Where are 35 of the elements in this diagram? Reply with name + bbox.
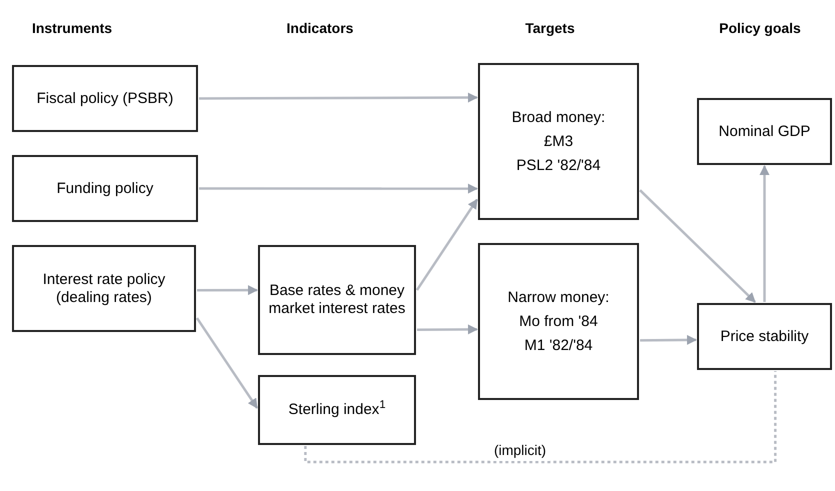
arrow	[197, 285, 258, 296]
process-box	[12, 155, 198, 222]
process-box	[697, 98, 832, 165]
box-text: Mo from '84	[519, 312, 598, 330]
arrow	[639, 189, 756, 303]
box-text: Broad money:	[512, 108, 606, 126]
arrow	[417, 324, 478, 334]
arrow	[640, 334, 697, 345]
box-text: Fiscal policy (PSBR)	[36, 90, 174, 108]
arrow	[416, 198, 478, 291]
box-text: Base rates & money market interest rates	[268, 282, 406, 318]
process-box	[478, 243, 639, 400]
column-heading: Policy goals	[719, 19, 801, 38]
process-box	[697, 303, 832, 370]
arrow	[196, 317, 258, 409]
arrow	[199, 184, 478, 194]
box-text: £M3	[544, 132, 574, 150]
process-box	[258, 375, 416, 445]
box-text: M1 '82/'84	[524, 336, 593, 354]
process-box	[12, 65, 198, 132]
column-heading: Instruments	[32, 19, 112, 38]
box-text: Price stability	[720, 328, 809, 346]
box-text: Interest rate policy (dealing rates)	[42, 270, 166, 306]
column-heading: Indicators	[286, 19, 354, 38]
box-text: Nominal GDP	[718, 122, 810, 140]
box-text: PSL2 '82/'84	[516, 156, 601, 174]
process-box	[12, 245, 196, 332]
box-text: Funding policy	[56, 180, 154, 198]
process-box	[478, 63, 639, 220]
box-text: Narrow money:	[508, 288, 610, 306]
arrow	[760, 165, 770, 302]
column-heading: Targets	[525, 19, 575, 38]
arrow	[199, 92, 478, 103]
box-text: Sterling index$^{1}$	[288, 401, 386, 419]
process-box	[258, 245, 416, 355]
